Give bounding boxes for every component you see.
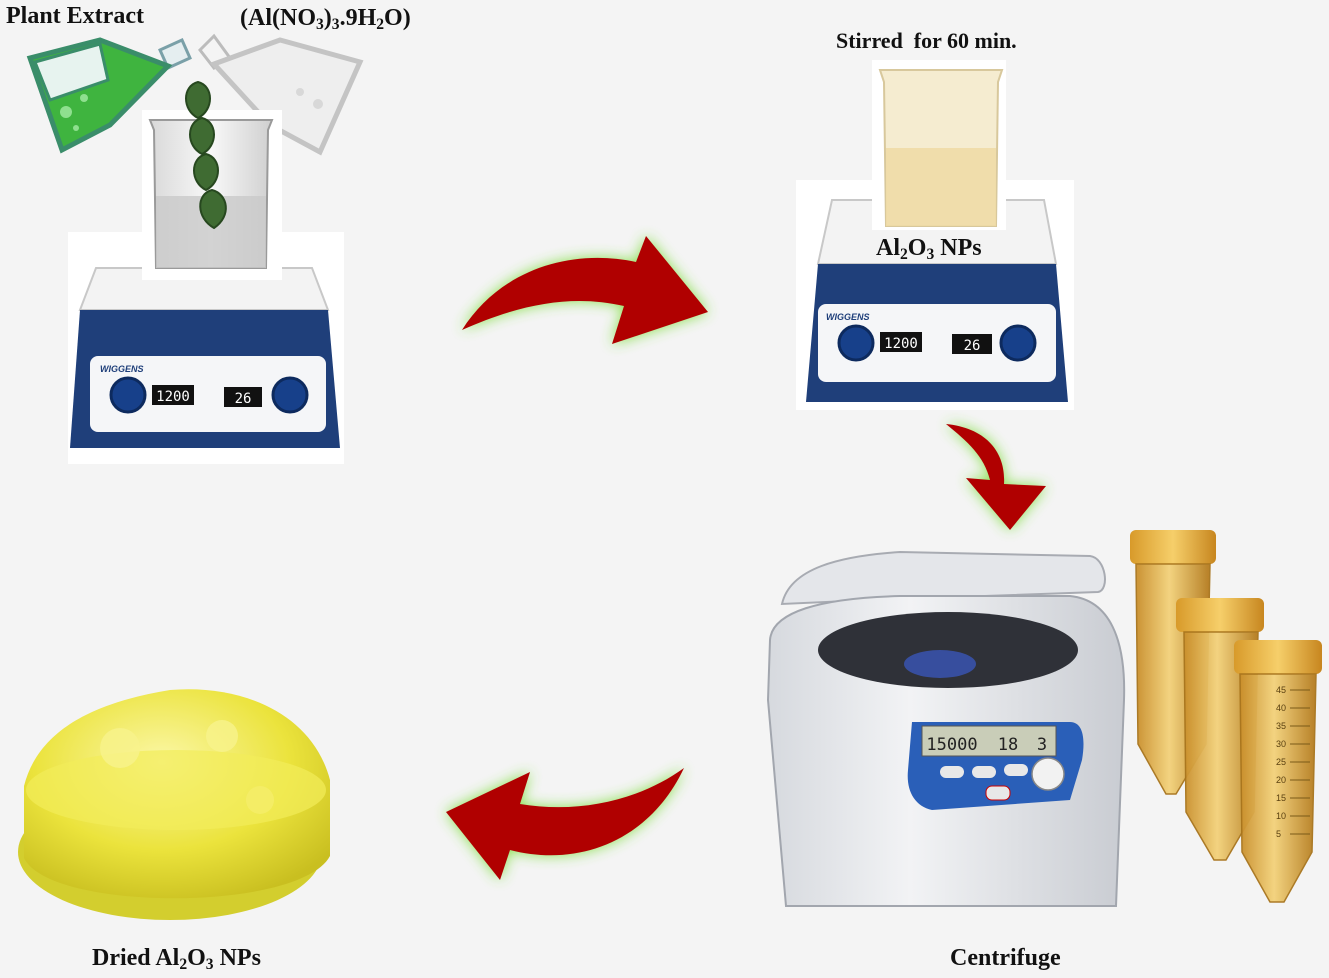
stirrer-2-speed-readout: 1200: [884, 336, 918, 352]
centrifuge-icon: [766, 550, 1126, 907]
centrifuge-temp-readout: 18: [998, 735, 1018, 755]
stirrer-1-brand: WIGGENS: [100, 364, 144, 374]
leaf-drops-icon: [185, 80, 227, 230]
centrifuge-time-readout: 3: [1037, 735, 1047, 755]
tube-scale-label: 25: [1276, 757, 1286, 767]
arrow-1-icon: [462, 236, 708, 344]
beaker-1-icon: [142, 110, 282, 280]
plant-extract-label: Plant Extract: [6, 3, 144, 29]
stirred-label: Stirred for 60 min.: [836, 28, 1017, 53]
tube-scale-label: 20: [1276, 775, 1286, 785]
tube-scale-label: 30: [1276, 739, 1286, 749]
tube-scale-label: 10: [1276, 811, 1286, 821]
aluminum-nitrate-label: (Al(NO3)3.9H2O): [240, 5, 411, 33]
stirrer-1-temp-readout: 26: [235, 391, 252, 407]
stirrer-2-temp-readout: 26: [964, 338, 981, 354]
dried-al2o3-label: Dried Al2O3 NPs: [92, 945, 261, 973]
tube-scale-label: 15: [1276, 793, 1286, 803]
tube-scale-label: 45: [1276, 685, 1286, 695]
centrifuge-label: Centrifuge: [950, 945, 1061, 971]
tube-scale-label: 35: [1276, 721, 1286, 731]
tube-scale-label: 40: [1276, 703, 1286, 713]
clear-flask-icon: [198, 33, 364, 156]
al2o3-nps-label: Al2O3 NPs: [876, 235, 982, 263]
tube-3-scale: 45 40 35 30 25 20 15 10 5: [1276, 685, 1310, 839]
arrow-2-icon: [946, 424, 1046, 530]
arrow-3-icon: [446, 768, 684, 880]
tube-scale-label: 5: [1276, 829, 1281, 839]
tube-3-icon: [1234, 640, 1322, 903]
stirrer-1-speed-readout: 1200: [156, 389, 190, 405]
beaker-2-icon: [872, 60, 1006, 230]
green-flask-icon: [26, 37, 192, 154]
centrifuge-speed-readout: 15000: [926, 735, 977, 755]
stirrer-2-brand: WIGGENS: [826, 312, 870, 322]
powder-dish-icon: [18, 689, 330, 920]
